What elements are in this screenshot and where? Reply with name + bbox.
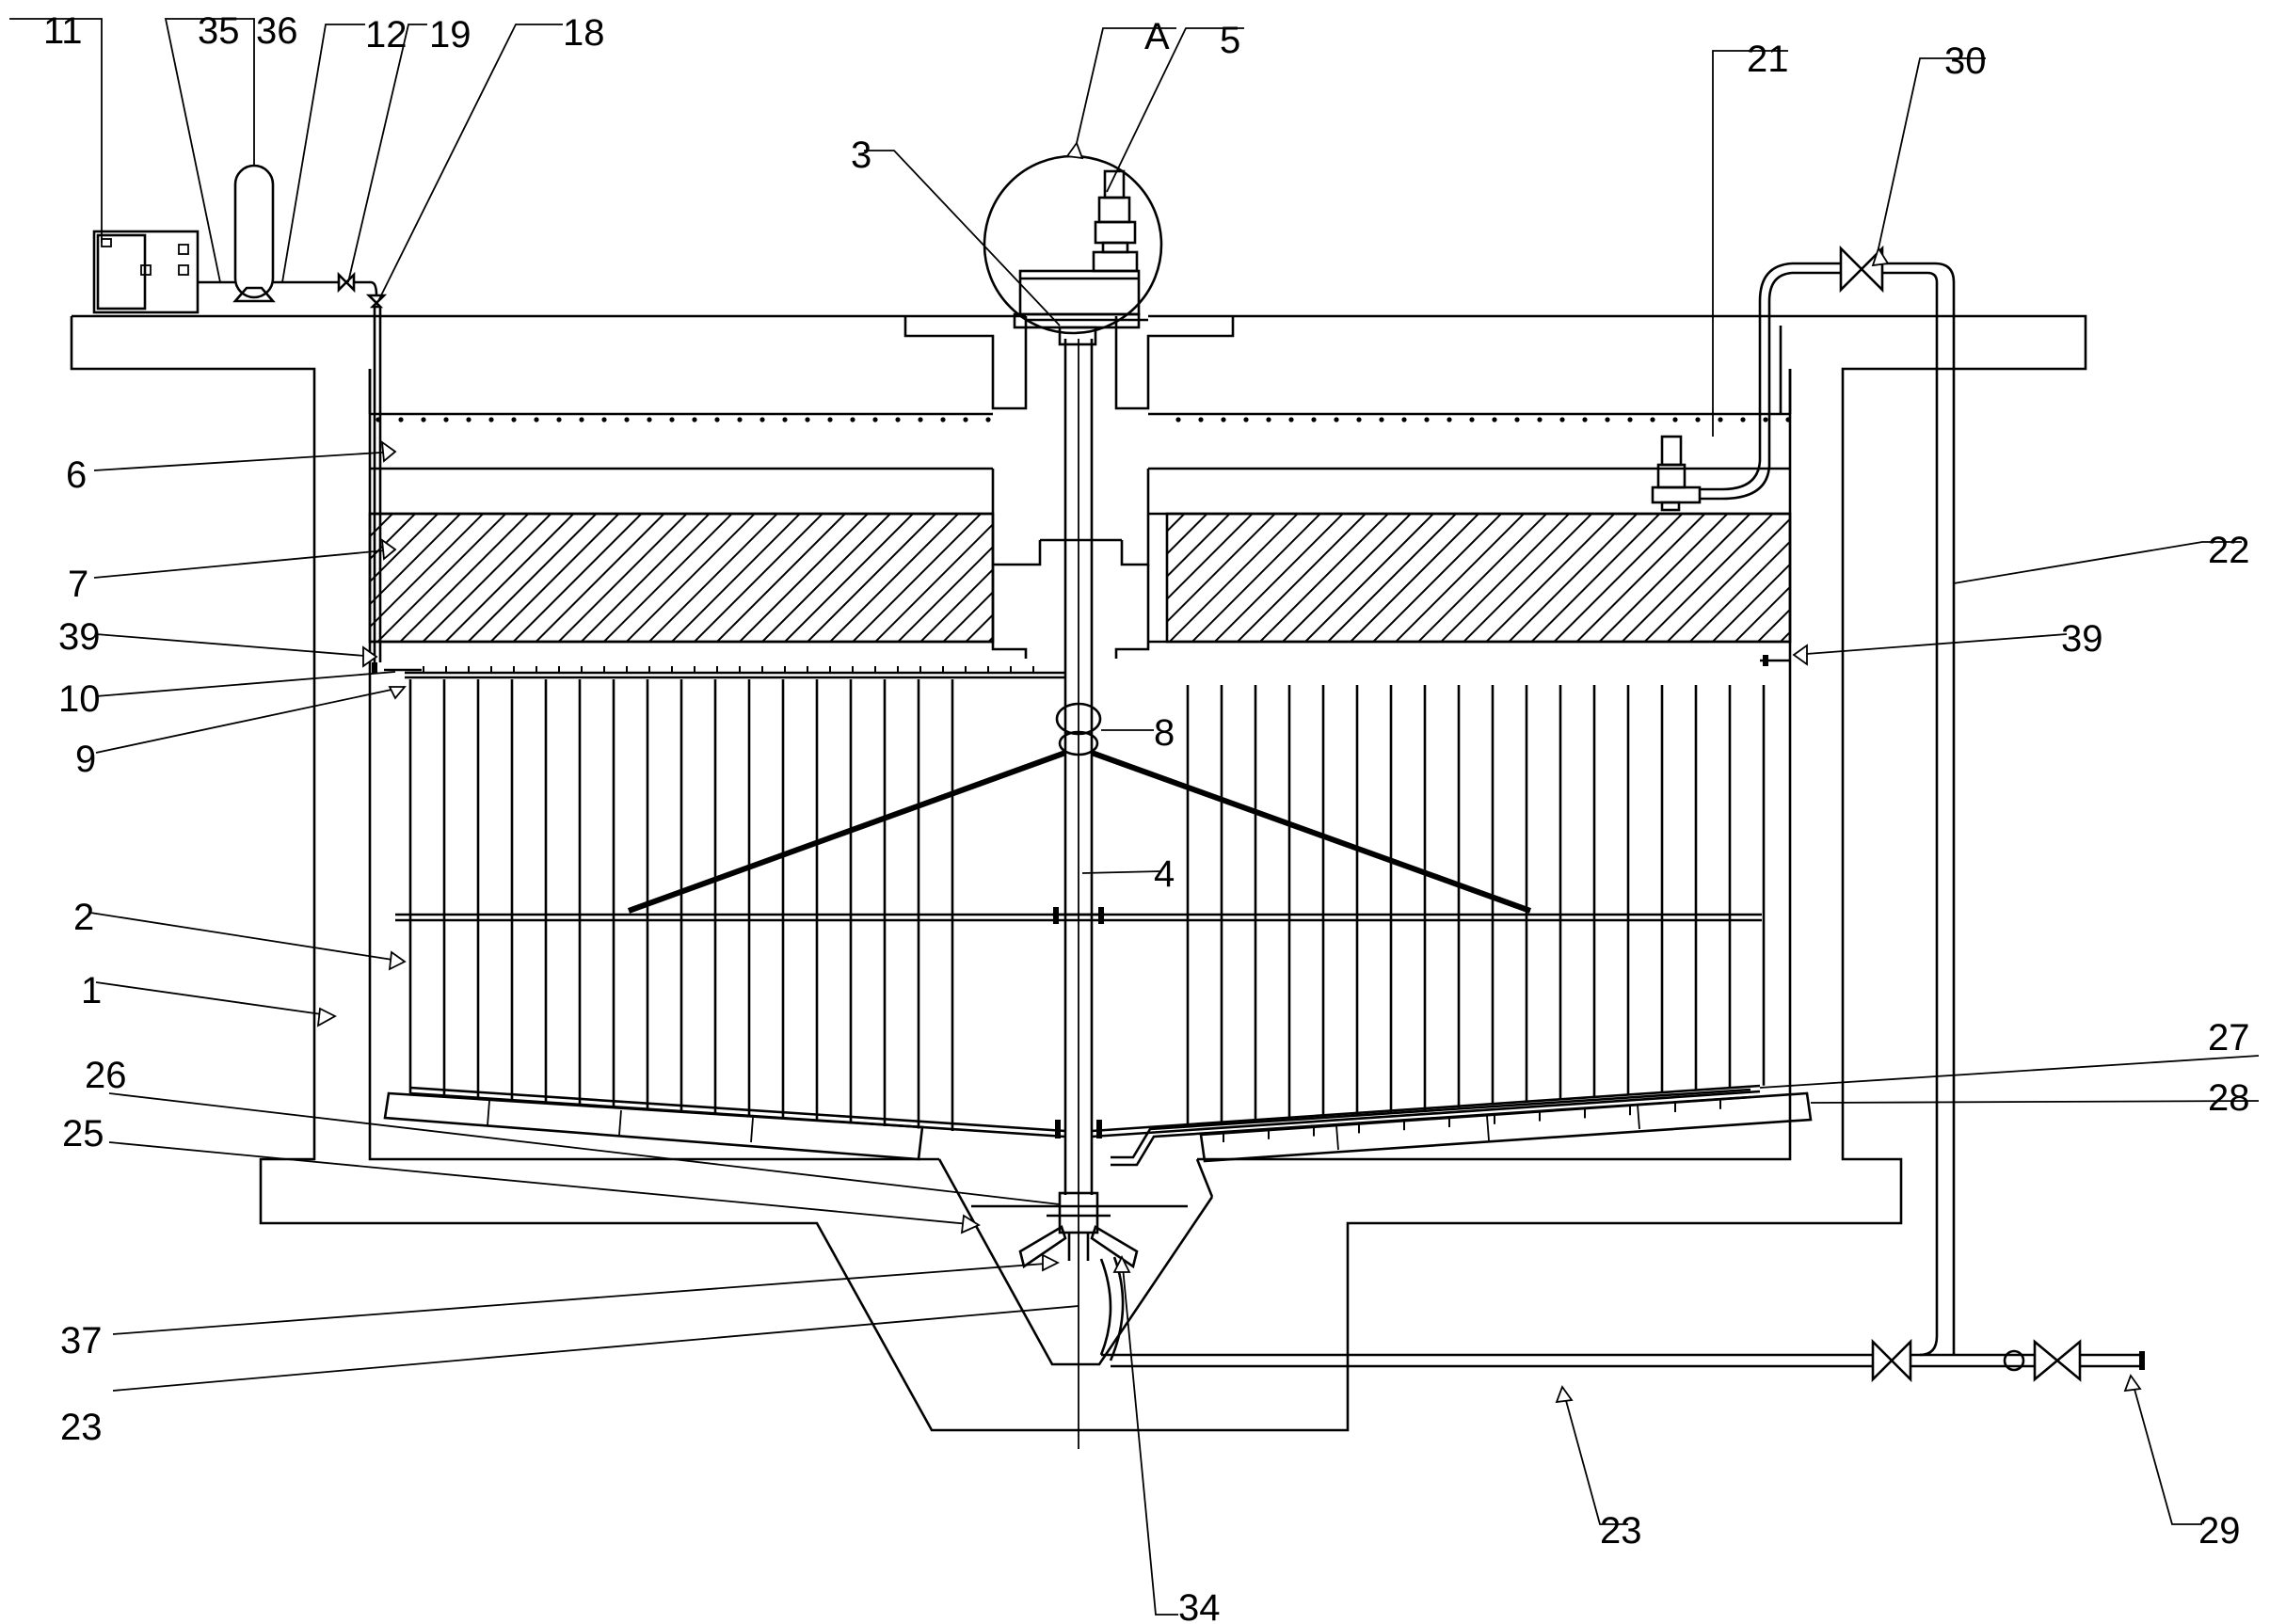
aeration-dot [1334, 417, 1339, 422]
label-10: 10 [58, 678, 101, 720]
aeration-dot [398, 417, 404, 422]
return-pipe [1700, 245, 1956, 1357]
aeration-dot [963, 417, 968, 422]
label-5: 5 [1220, 20, 1240, 61]
label-9: 9 [75, 739, 96, 780]
aeration-dot [1311, 417, 1317, 422]
aeration-dot [1469, 417, 1475, 422]
aeration-dot [1198, 417, 1204, 422]
aeration-dot [1627, 417, 1633, 422]
aeration-dot [488, 417, 494, 422]
aeration-dot [1266, 417, 1271, 422]
label-11: 11 [43, 10, 83, 52]
aeration-dot [1221, 417, 1226, 422]
aeration-dot [1492, 417, 1497, 422]
aeration-dot [601, 417, 607, 422]
aeration-dot [1605, 417, 1610, 422]
air-supply [92, 164, 388, 662]
aeration-dot [737, 417, 743, 422]
aeration-dot [579, 417, 584, 422]
aeration-dot [759, 417, 765, 422]
vertical-plates [408, 679, 1766, 1131]
aeration-dot [1401, 417, 1407, 422]
aeration-dot [556, 417, 562, 422]
aeration-dot [872, 417, 878, 422]
bottom-scraper [383, 1084, 1813, 1167]
label-34: 34 [1178, 1587, 1221, 1624]
label-39-left: 39 [58, 616, 101, 658]
aeration-dot [1243, 417, 1249, 422]
aeration-dot [805, 417, 810, 422]
pump-21 [1651, 435, 1702, 512]
aeration-dot [534, 417, 539, 422]
aeration-dot [443, 417, 449, 422]
label-4: 4 [1154, 853, 1175, 895]
label-23-bottom: 23 [1600, 1510, 1642, 1552]
spray-header [372, 655, 1790, 679]
aeration-dot [1175, 417, 1181, 422]
aeration-dot [1379, 417, 1384, 422]
aeration-dot [1785, 417, 1791, 422]
aeration-dot [1514, 417, 1520, 422]
aeration-dot [1650, 417, 1655, 422]
label-39-right: 39 [2061, 618, 2103, 660]
aeration-dot [1288, 417, 1294, 422]
aeration-dot [850, 417, 855, 422]
label-21: 21 [1747, 39, 1789, 80]
aeration-dot [1356, 417, 1362, 422]
label-8: 8 [1154, 712, 1175, 754]
sludge-pipe [1099, 1256, 2145, 1383]
aeration-dot [1424, 417, 1430, 422]
label-18: 18 [563, 12, 605, 54]
label-35: 35 [198, 10, 240, 52]
aeration-dot [1695, 417, 1701, 422]
aeration-dot [1740, 417, 1746, 422]
aeration-dots [376, 417, 1791, 422]
label-29: 29 [2198, 1510, 2241, 1552]
aeration-dot [624, 417, 630, 422]
aeration-dot [511, 417, 517, 422]
label-2: 2 [73, 897, 94, 938]
label-37: 37 [60, 1320, 103, 1361]
aeration-dot [647, 417, 652, 422]
aeration-dot [782, 417, 788, 422]
label-26: 26 [85, 1055, 127, 1096]
aeration-dot [692, 417, 697, 422]
aeration-dot [1537, 417, 1543, 422]
label-6: 6 [66, 454, 87, 496]
label-3: 3 [851, 135, 871, 176]
label-A: A [1144, 16, 1170, 57]
aeration-dot [421, 417, 426, 422]
label-23-left: 23 [60, 1407, 103, 1448]
aeration-dot [918, 417, 923, 422]
label-22: 22 [2208, 530, 2250, 571]
part-labels: 11 35 36 12 19 18 A 5 3 21 30 22 6 7 39 … [43, 10, 2250, 1624]
support-arms [395, 750, 1762, 922]
hatched-media [368, 512, 1792, 644]
aeration-dot [1718, 417, 1723, 422]
aeration-dot [1672, 417, 1678, 422]
aeration-dot [1447, 417, 1452, 422]
aeration-dot [669, 417, 675, 422]
aeration-dot [1582, 417, 1588, 422]
aeration-dot [940, 417, 946, 422]
label-27: 27 [2208, 1017, 2250, 1059]
label-19: 19 [429, 14, 472, 56]
label-30: 30 [1944, 40, 1987, 82]
aeration-dot [985, 417, 991, 422]
label-1: 1 [81, 970, 102, 1011]
aeration-dot [1763, 417, 1768, 422]
aeration-dot [827, 417, 833, 422]
label-36: 36 [256, 10, 298, 52]
aeration-dot [714, 417, 720, 422]
label-12: 12 [365, 14, 408, 56]
leader-lines [9, 18, 2260, 1616]
label-7: 7 [68, 564, 88, 605]
label-28: 28 [2208, 1077, 2250, 1119]
aeration-dot [1559, 417, 1565, 422]
label-25: 25 [62, 1113, 104, 1154]
aeration-dot [466, 417, 472, 422]
aeration-dot [895, 417, 901, 422]
